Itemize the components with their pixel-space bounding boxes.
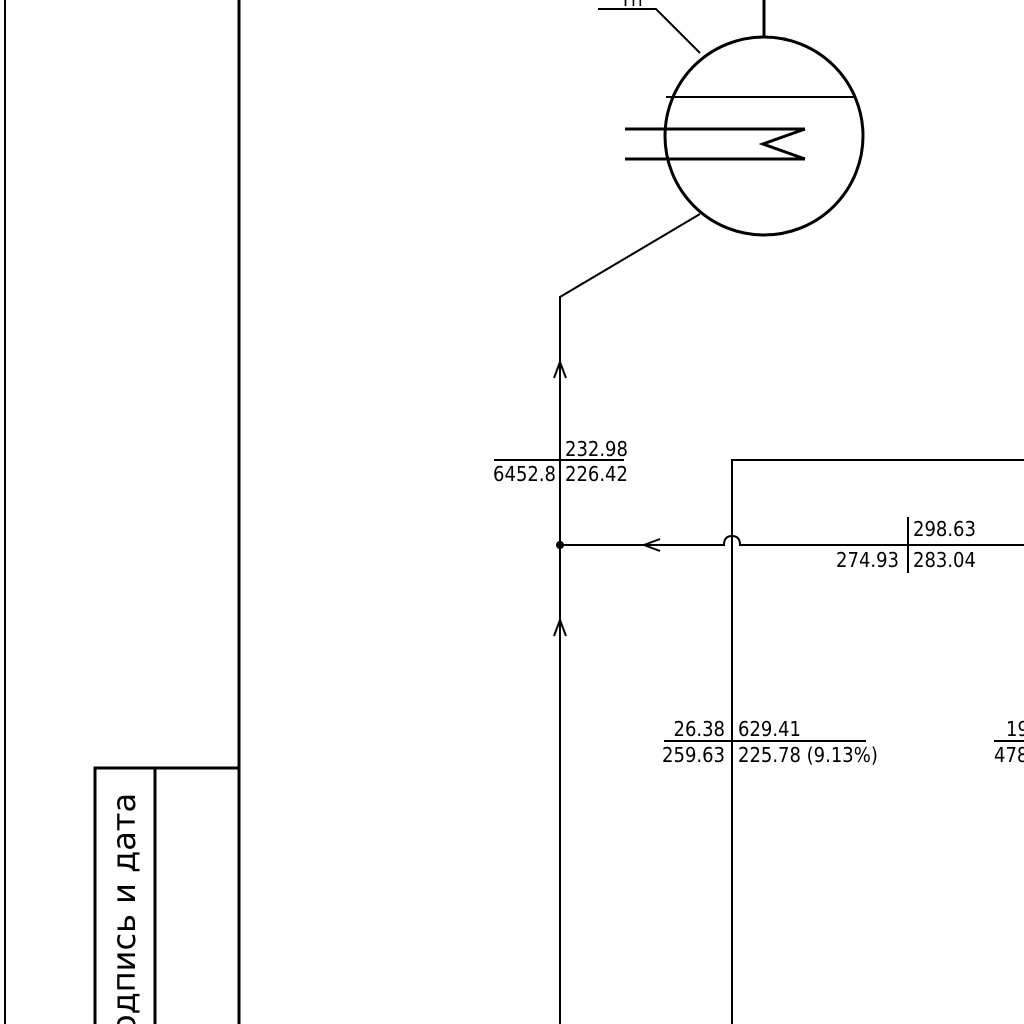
flow-main-lower: 226.42 (565, 462, 628, 486)
flow-branch-lower: 283.04 (913, 548, 976, 572)
main-pipe (559, 213, 701, 1024)
flow-riser-upper-left: 26.38 (674, 717, 726, 741)
flow-main-left: 6452.8 (493, 462, 556, 486)
riser-pipe (731, 459, 1024, 1024)
flow-riser-lower-right: 225.78 (9.13%) (738, 743, 878, 767)
heat-exchanger-symbol (663, 35, 865, 237)
stamp-box (93, 766, 239, 1024)
flow-branch-upper: 298.63 (913, 517, 976, 541)
flow-edge-lower: 478 (994, 743, 1024, 767)
flow-main-upper: 232.98 (565, 437, 628, 461)
flow-riser-lower-left: 259.63 (662, 743, 725, 767)
flow-riser-upper-right: 629.41 (738, 717, 801, 741)
flow-edge-upper: 19 (1006, 717, 1024, 741)
flow-arrow-up-upper (553, 359, 567, 379)
top-leader-label: Тп (619, 0, 643, 11)
flow-arrow-left (641, 538, 661, 552)
label-leader (598, 8, 701, 54)
exchanger-coil-tip (758, 127, 806, 161)
flow-branch-left: 274.93 (836, 548, 899, 572)
flow-arrow-up-lower (553, 617, 567, 637)
stamp-label: Подпись и дата (105, 793, 143, 1024)
